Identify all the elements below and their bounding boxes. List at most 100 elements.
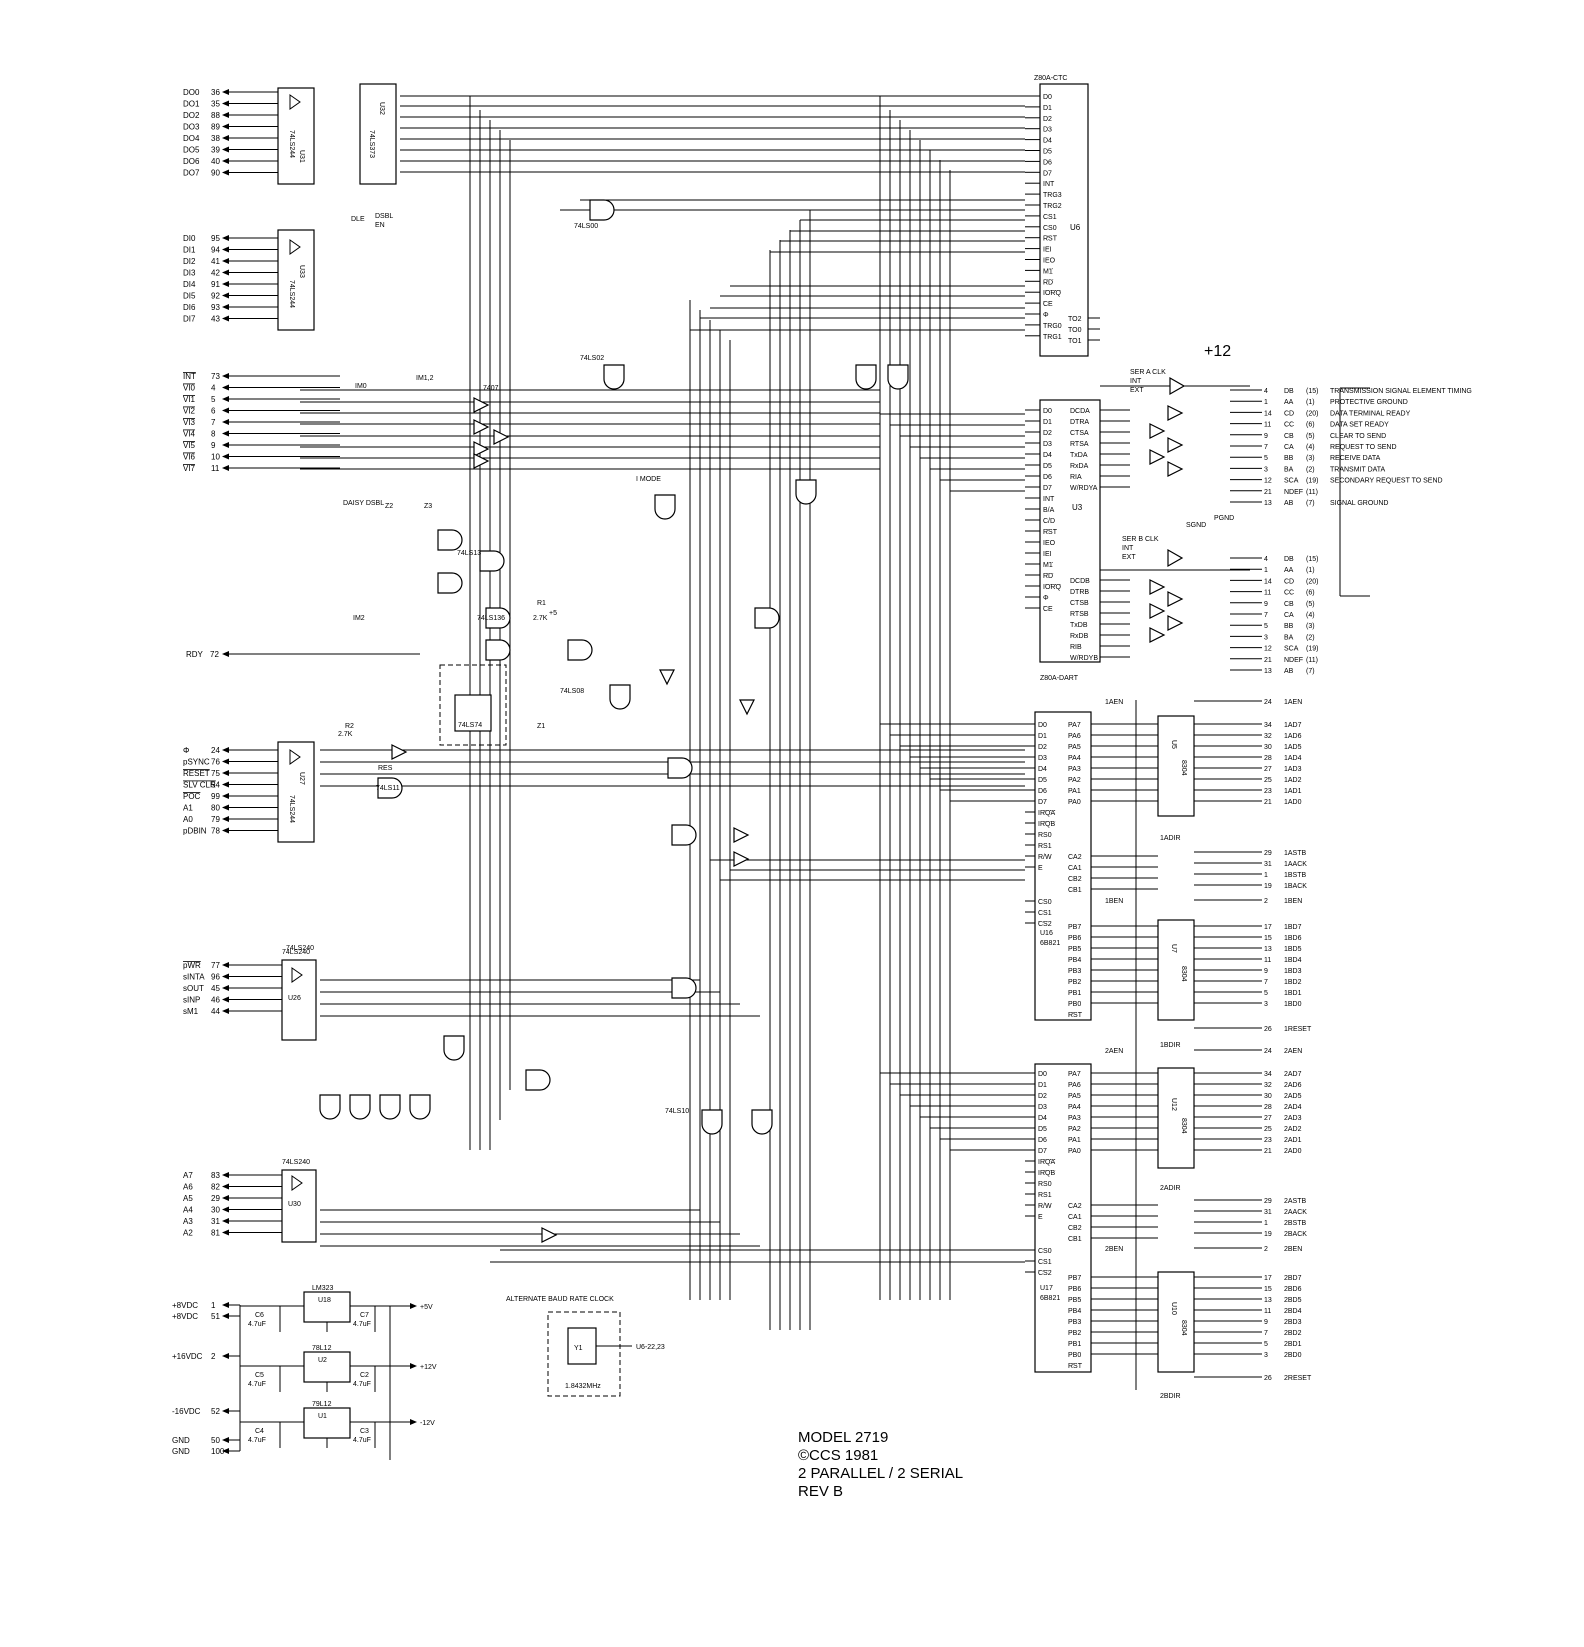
pia2-pin: RST	[1068, 1363, 1083, 1370]
data-in-label: DI1	[183, 246, 196, 255]
port-b-data-pin: 11	[1264, 957, 1271, 964]
bus-arrow-icon	[222, 962, 229, 968]
power-label: +8VDC	[172, 1312, 198, 1321]
dle-label: DLE	[351, 216, 365, 223]
pia1-pin: PB6	[1068, 935, 1081, 942]
power-label: +16VDC	[172, 1352, 203, 1361]
dart-pin: D6	[1043, 474, 1052, 481]
dart-pin: RIA	[1070, 474, 1082, 481]
ctc-pin: RD	[1043, 279, 1053, 286]
port-a-data-pin: 32	[1264, 733, 1272, 740]
data-out-pin: 39	[211, 146, 220, 155]
serial-b-signal: CA	[1284, 612, 1294, 619]
pia2-pin: PA3	[1068, 1115, 1081, 1122]
bus-arrow-icon	[222, 112, 229, 118]
mode-label: I MODE	[636, 476, 661, 483]
bus-arrow-icon	[222, 1229, 229, 1236]
serial-a-pin: 9	[1264, 433, 1268, 440]
bus-arrow-icon	[222, 281, 229, 287]
port-b-data-pin: 7	[1264, 979, 1268, 986]
serial-a-desc: SECONDARY REQUEST TO SEND	[1330, 478, 1443, 485]
bus-arrow-icon	[222, 292, 229, 299]
pia1-pin: IRQA	[1038, 810, 1055, 817]
output-arrow-icon	[410, 1363, 417, 1369]
regulator-gnd-wire	[279, 1366, 376, 1392]
int-vector-label: VI3	[183, 418, 196, 427]
int-vector-label: VI7	[183, 464, 196, 473]
bus-arrow-icon	[222, 135, 229, 141]
serial-a-pin: 7	[1264, 444, 1268, 451]
chip-u17-pia: U17 6B821 D0D1D2D3D4D5D6D7IRQAIRQBRS0RS1…	[1025, 1063, 1158, 1373]
crystal-ref: Y1	[574, 1345, 583, 1352]
ctc-pin: TO2	[1068, 316, 1082, 323]
serial-b-signal: AB	[1284, 668, 1294, 675]
port-a-data-signal: 2AD4	[1284, 1104, 1302, 1111]
regulator-output: +12V	[420, 1364, 437, 1371]
transceivers-8304: U5 8304 U7 8304 U12 8304 U10 8304 1ADIR …	[1135, 700, 1195, 1400]
port-b-data-pin: 9	[1264, 1319, 1268, 1326]
data-out-label: DO1	[183, 100, 200, 109]
u27-part: 74LS244	[288, 795, 295, 823]
z3-label: Z3	[424, 503, 432, 510]
ctc-pin: D3	[1043, 127, 1052, 134]
sgnd-label: SGND	[1186, 522, 1206, 529]
title-block: MODEL 2719 ©CCS 1981 2 PARALLEL / 2 SERI…	[798, 1429, 963, 1500]
u16-ref: U16	[1040, 930, 1053, 937]
regulator-part: 78L12	[312, 1345, 332, 1352]
serial-b-signal: CC	[1284, 590, 1294, 597]
chip-u33: U33 74LS244	[277, 229, 315, 331]
serial-b-rs232: (4)	[1306, 612, 1315, 619]
bus-arrow-icon	[222, 246, 229, 253]
port-handshake-pin: 1	[1264, 872, 1268, 879]
int-vector-label: VI6	[183, 453, 196, 462]
regulator-output: -12V	[420, 1420, 435, 1427]
pia1-pin: PB1	[1068, 990, 1081, 997]
chip-u6-ctc: Z80A-CTC U6 D0D1D2D3D4D5D6D7INTTRG3TRG2C…	[1025, 75, 1100, 357]
dart-pin: DCDB	[1070, 578, 1090, 585]
bus-arrow-icon	[222, 1195, 229, 1201]
regulator-ref: U18	[318, 1297, 331, 1304]
ctrl-pin: 54	[211, 781, 220, 790]
dsbl-label: DSBL	[375, 213, 393, 220]
serial-a-desc: TRANSMISSION SIGNAL ELEMENT TIMING	[1330, 388, 1472, 395]
regulator-part: LM323	[312, 1285, 334, 1292]
serial-a-signal: NDEF	[1284, 489, 1303, 496]
description-text: 2 PARALLEL / 2 SERIAL	[798, 1465, 963, 1482]
serial-b-signal: AA	[1284, 567, 1294, 574]
u33-ref: U33	[298, 265, 305, 278]
port-a-data-pin: 30	[1264, 744, 1272, 751]
port-b-data-pin: 5	[1264, 990, 1268, 997]
cap-value: 4.7uF	[353, 1381, 371, 1388]
port-b-data-signal: 1BD0	[1284, 1001, 1302, 1008]
serial-b-pin: 4	[1264, 556, 1268, 563]
serial-b-rs232: (20)	[1306, 578, 1318, 585]
power-label: +8VDC	[172, 1301, 198, 1310]
pia2-pin: PB3	[1068, 1319, 1081, 1326]
serial-a-signal: CB	[1284, 433, 1294, 440]
port-b-data-pin: 13	[1264, 1297, 1272, 1304]
serial-b-signal: SCA	[1284, 646, 1299, 653]
port-ben-local: 2BEN	[1105, 1246, 1123, 1253]
res-label: RES	[378, 765, 393, 772]
ctrl-label: pDBIN	[183, 827, 207, 836]
port-a-data-signal: 1AD6	[1284, 733, 1302, 740]
pia2-pin: PB6	[1068, 1286, 1081, 1293]
serial-b-rs232: (3)	[1306, 623, 1315, 630]
r2-label: R2	[345, 723, 354, 730]
data-out-pin: 35	[211, 100, 220, 109]
chip-u31: U31 74LS244	[277, 87, 315, 185]
pia2-pin: PB5	[1068, 1297, 1081, 1304]
cap-value: 4.7uF	[353, 1437, 371, 1444]
port-a-data-signal: 2AD6	[1284, 1082, 1302, 1089]
dir-1a: 1ADIR	[1160, 835, 1181, 842]
power-label: GND	[172, 1447, 190, 1456]
pia2-pin: D2	[1038, 1093, 1047, 1100]
regulator-part: 79L12	[312, 1401, 332, 1408]
int-vector-label: VI4	[183, 430, 196, 439]
serial-a-pin: 1	[1264, 399, 1268, 406]
serial-a-desc: CLEAR TO SEND	[1330, 433, 1386, 440]
port-handshake-signal: 2BSTB	[1284, 1220, 1307, 1227]
pia1-pin: PB2	[1068, 979, 1081, 986]
